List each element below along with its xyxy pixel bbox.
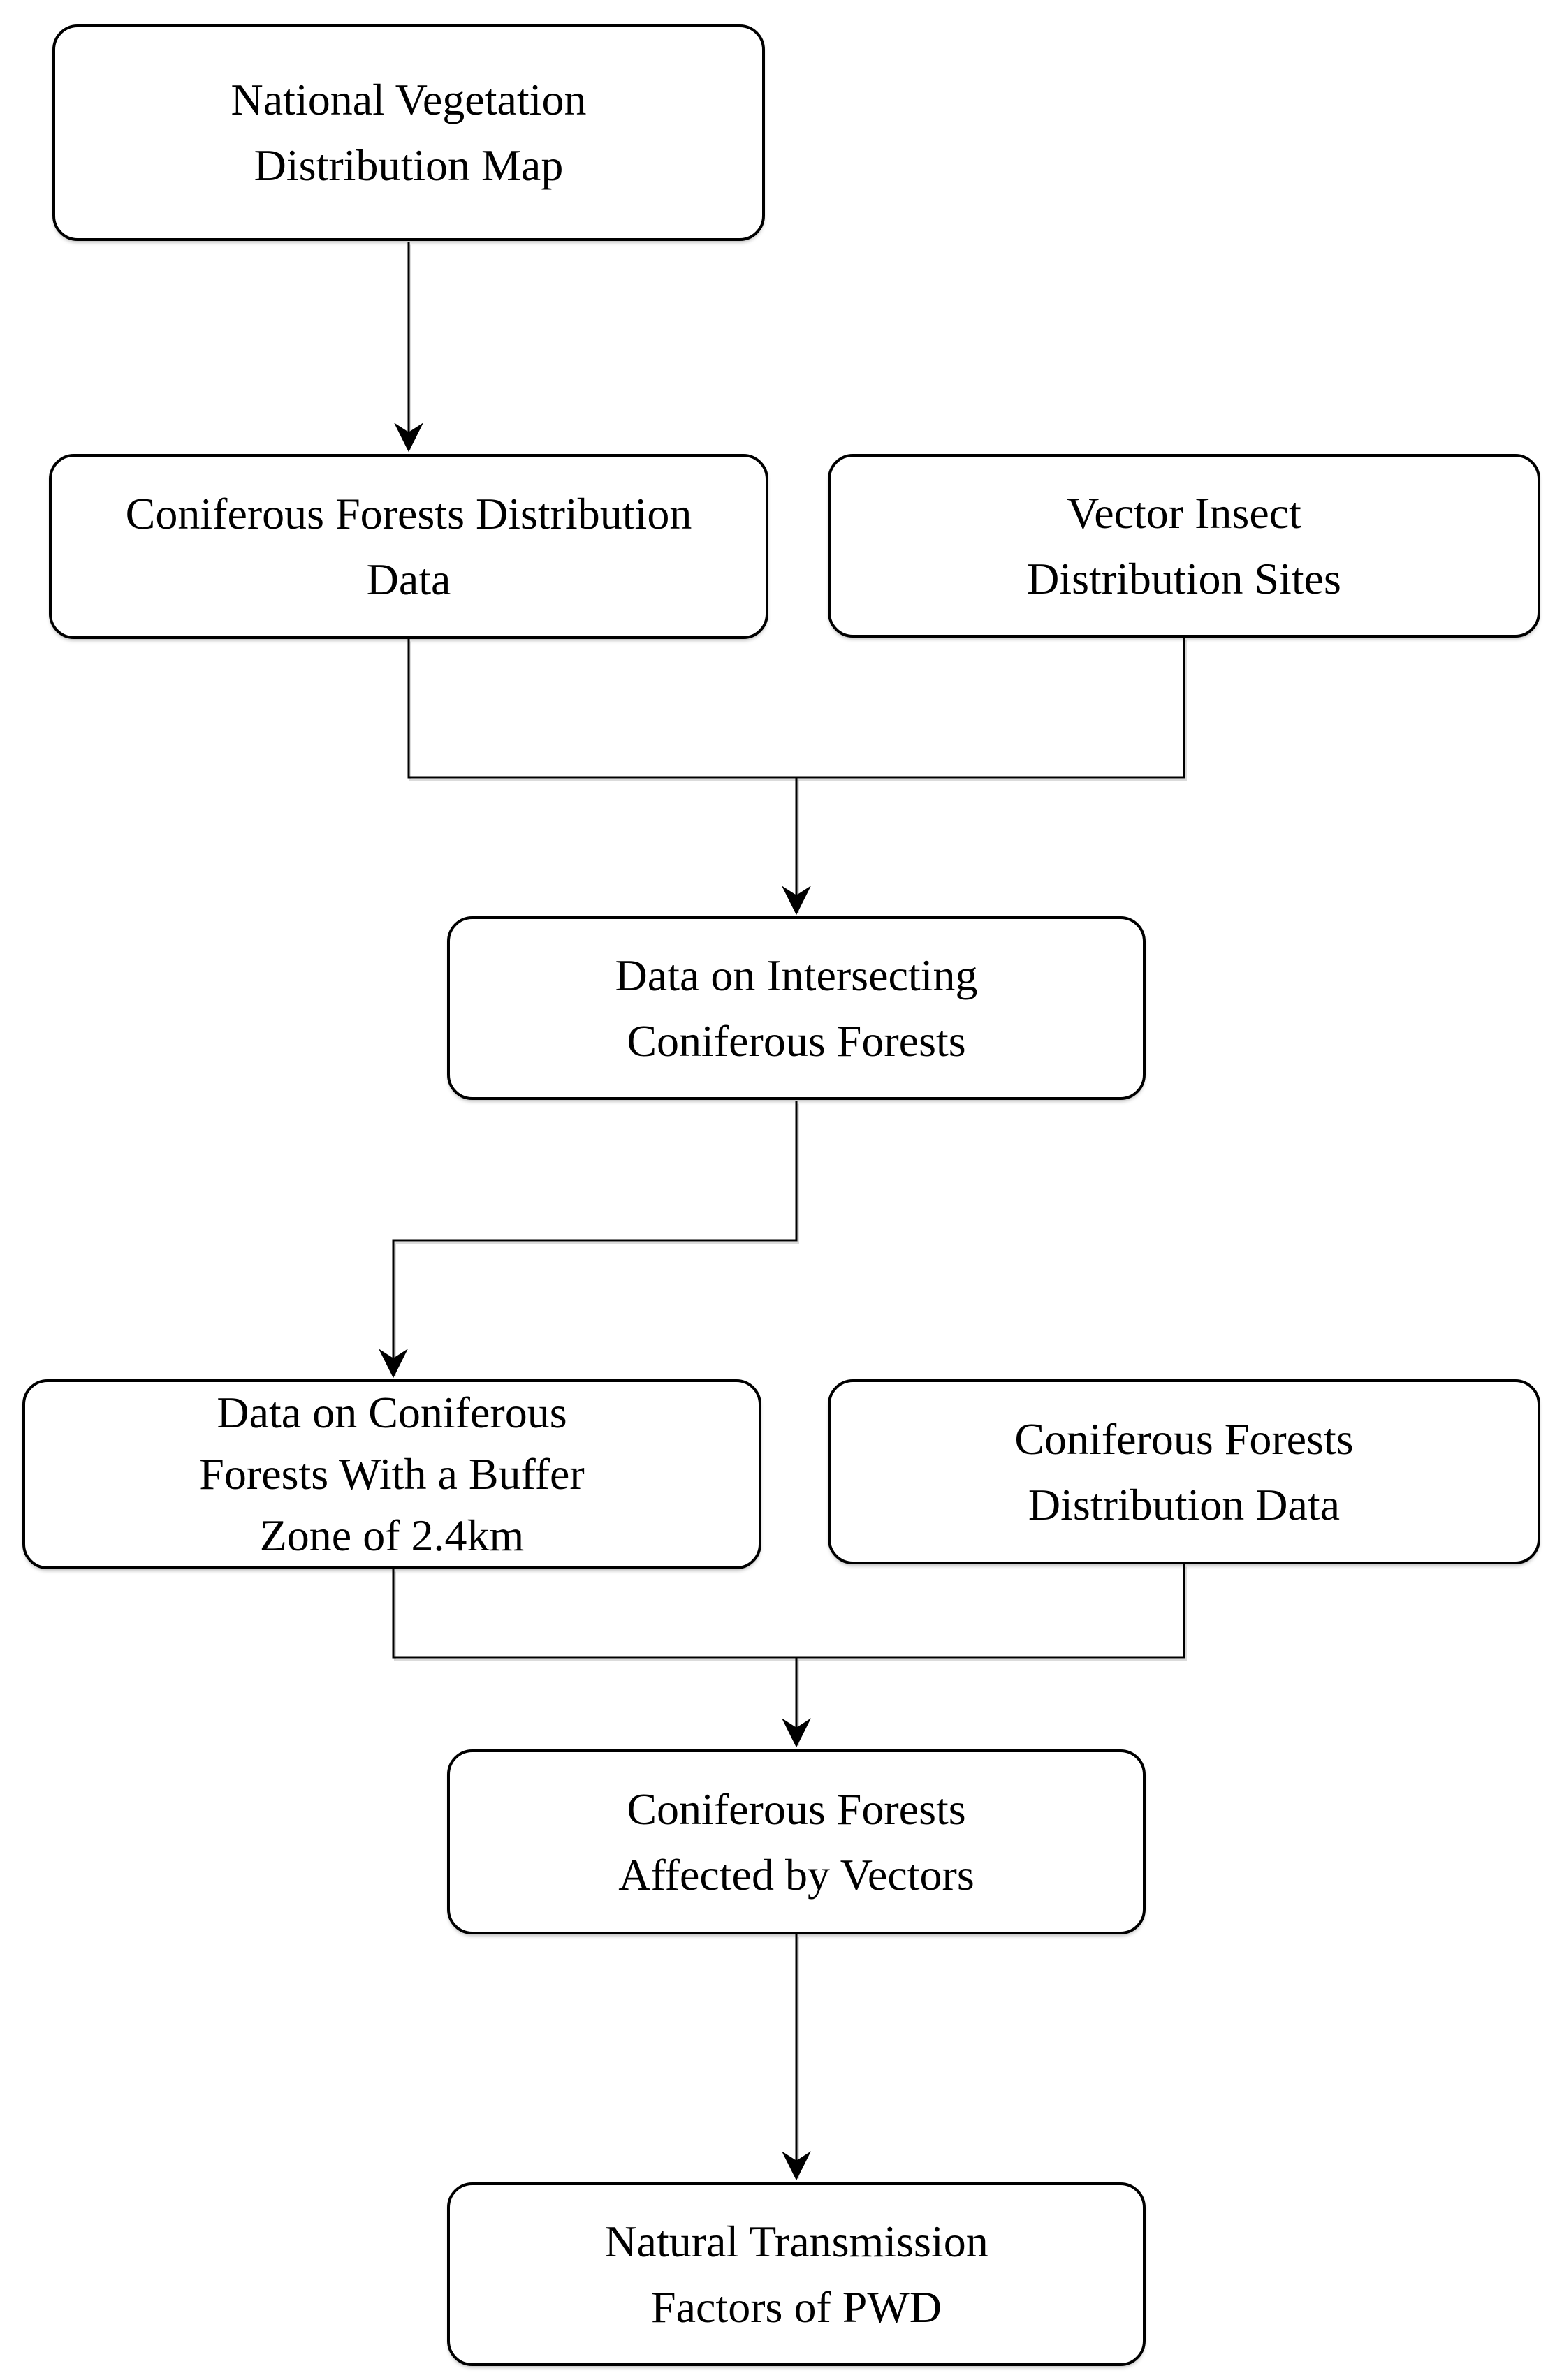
- flowchart-node-coniferous-forests-distribution-data-right: Coniferous Forests Distribution Data: [828, 1379, 1540, 1564]
- edge-merge-coniferous-and-vector-insect: [407, 638, 1185, 779]
- node-label: Data on Intersecting Coniferous Forests: [615, 950, 978, 1066]
- flowchart-node-coniferous-forests-distribution-data-top: Coniferous Forests Distribution Data: [49, 454, 768, 639]
- flowchart-node-coniferous-forests-buffer-zone: Data on Coniferous Forests With a Buffer…: [22, 1379, 761, 1569]
- connector-shadow-layer: [394, 244, 1187, 2179]
- flowchart-node-coniferous-forests-affected-by-vectors: Coniferous Forests Affected by Vectors: [447, 1749, 1146, 1934]
- flowchart-node-national-vegetation-distribution-map: National Vegetation Distribution Map: [52, 24, 765, 241]
- node-label: Natural Transmission Factors of PWD: [604, 2216, 988, 2332]
- node-label: Coniferous Forests Distribution Data: [125, 488, 692, 604]
- flowchart-node-natural-transmission-factors-of-pwd: Natural Transmission Factors of PWD: [447, 2182, 1146, 2366]
- edge-shadow: [409, 640, 1187, 781]
- node-label: Vector Insect Distribution Sites: [1027, 487, 1341, 603]
- edge-intersecting-to-buffer-zone: [379, 1101, 798, 1379]
- edge-shadow: [394, 1566, 1187, 1661]
- node-label: National Vegetation Distribution Map: [231, 75, 587, 190]
- node-label: Coniferous Forests Distribution Data: [1014, 1413, 1354, 1529]
- flowchart-node-vector-insect-distribution-sites: Vector Insect Distribution Sites: [828, 454, 1540, 638]
- edge-shadow: [394, 1103, 799, 1376]
- edge-merge-buffer-and-distribution-data: [392, 1564, 1185, 1659]
- node-label: Coniferous Forests Affected by Vectors: [618, 1784, 974, 1900]
- node-label: Data on Coniferous Forests With a Buffer…: [199, 1388, 585, 1560]
- flowchart-node-data-on-intersecting-coniferous-forests: Data on Intersecting Coniferous Forests: [447, 916, 1146, 1100]
